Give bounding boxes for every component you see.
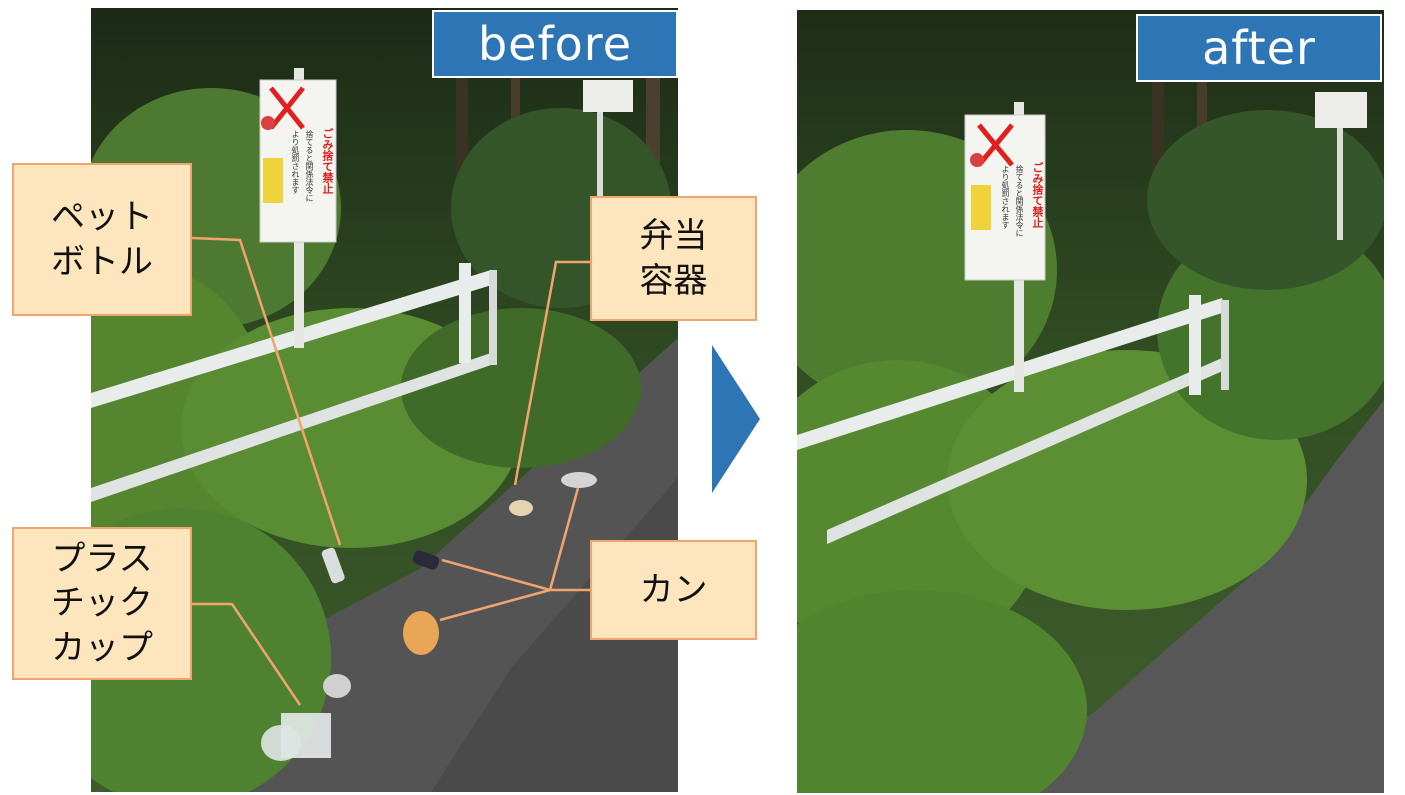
after-photo: ごみ捨て禁止 捨てると関係法令に より処罰されます: [797, 10, 1384, 793]
sign-line-2: より処罰されます: [291, 130, 300, 194]
sign-line-1: 捨てると関係法令に: [305, 130, 314, 202]
before-banner: before: [432, 10, 678, 78]
after-banner: after: [1136, 14, 1382, 82]
label-pet-bottle: ペット ボトル: [12, 163, 192, 316]
right-arrow-icon: [712, 345, 760, 493]
label-bento-container: 弁当 容器: [590, 196, 757, 321]
label-can: カン: [590, 540, 757, 640]
sign-line-2-after: より処罰されます: [1001, 165, 1010, 229]
sign-heading: ごみ捨て禁止: [321, 128, 334, 194]
sign-heading-after: ごみ捨て禁止: [1031, 162, 1044, 228]
sign-line-1-after: 捨てると関係法令に: [1015, 165, 1024, 237]
label-plastic-cup: プラス チック カップ: [12, 527, 192, 680]
